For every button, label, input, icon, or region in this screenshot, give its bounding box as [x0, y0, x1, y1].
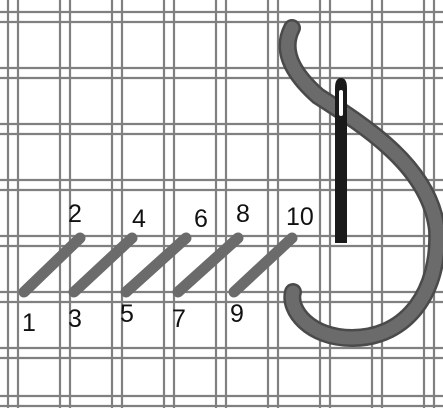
label-5: 5 [120, 300, 134, 328]
label-8: 8 [236, 200, 250, 228]
label-4: 4 [132, 205, 146, 233]
label-9: 9 [230, 300, 244, 328]
label-7: 7 [172, 305, 186, 333]
label-3: 3 [68, 305, 82, 333]
label-10: 10 [286, 203, 314, 231]
label-1: 1 [22, 309, 36, 337]
needle-icon [335, 78, 347, 243]
label-6: 6 [194, 205, 208, 233]
label-2: 2 [68, 200, 82, 228]
